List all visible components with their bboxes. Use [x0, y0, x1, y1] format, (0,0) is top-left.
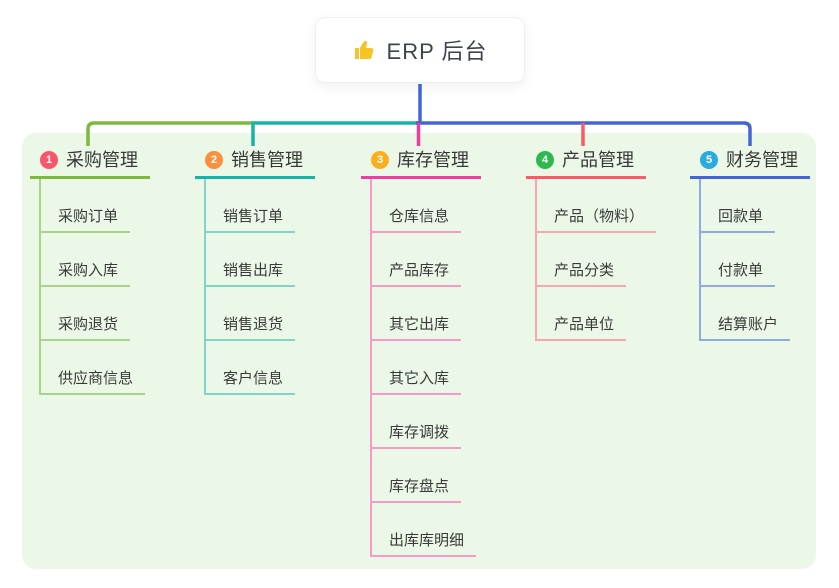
branch-node: 2 销售管理 销售订单 销售出库 销售退货 客户信息: [195, 148, 315, 395]
branch-number-badge: 3: [371, 151, 389, 169]
branch-number-badge: 4: [536, 151, 554, 169]
child-label: 其它入库: [389, 370, 450, 387]
branches-panel: [22, 133, 816, 569]
branch-title[interactable]: 3 库存管理: [361, 148, 481, 179]
child-label: 其它出库: [389, 316, 450, 333]
branch-number-badge: 5: [700, 151, 718, 169]
child-label: 销售出库: [223, 262, 284, 279]
branch-children: 销售订单 销售出库 销售退货 客户信息: [204, 179, 315, 395]
child-node[interactable]: 回款单: [699, 179, 776, 233]
branch-node: 1 采购管理 采购订单 采购入库 采购退货 供应商信息: [30, 148, 150, 395]
child-node[interactable]: 库存调拨: [370, 395, 462, 449]
branch-title-label: 产品管理: [562, 150, 634, 170]
branch-number-badge: 2: [205, 151, 223, 169]
branch-node: 4 产品管理 产品（物料） 产品分类 产品单位: [526, 148, 657, 341]
branch-title[interactable]: 1 采购管理: [30, 148, 150, 179]
branch-children: 产品（物料） 产品分类 产品单位: [535, 179, 657, 341]
child-node[interactable]: 销售退货: [204, 287, 296, 341]
child-label: 供应商信息: [58, 370, 134, 387]
child-node[interactable]: 销售订单: [204, 179, 296, 233]
child-label: 客户信息: [223, 370, 284, 387]
child-node[interactable]: 采购退货: [39, 287, 131, 341]
branch-children: 采购订单 采购入库 采购退货 供应商信息: [39, 179, 150, 395]
child-node[interactable]: 其它出库: [370, 287, 462, 341]
child-node[interactable]: 库存盘点: [370, 449, 462, 503]
child-node[interactable]: 结算账户: [699, 287, 791, 341]
child-node[interactable]: 付款单: [699, 233, 776, 287]
child-label: 销售订单: [223, 208, 284, 225]
child-label: 采购入库: [58, 262, 119, 279]
child-node[interactable]: 采购入库: [39, 233, 131, 287]
branch-children: 仓库信息 产品库存 其它出库 其它入库 库存调拨 库存盘点 出库库明细: [370, 179, 481, 557]
child-node[interactable]: 产品（物料）: [535, 179, 657, 233]
child-label: 销售退货: [223, 316, 284, 333]
root-node[interactable]: ERP 后台: [315, 17, 525, 83]
child-label: 出库库明细: [389, 532, 465, 549]
child-node[interactable]: 产品单位: [535, 287, 627, 341]
branch-title[interactable]: 4 产品管理: [526, 148, 646, 179]
branch-title-label: 财务管理: [726, 150, 798, 170]
branch-title[interactable]: 2 销售管理: [195, 148, 315, 179]
child-node[interactable]: 产品库存: [370, 233, 462, 287]
child-label: 产品分类: [554, 262, 615, 279]
branch-children: 回款单 付款单 结算账户: [699, 179, 810, 341]
child-label: 仓库信息: [389, 208, 450, 225]
branch-title[interactable]: 5 财务管理: [690, 148, 810, 179]
child-node[interactable]: 其它入库: [370, 341, 462, 395]
child-label: 产品（物料）: [554, 208, 645, 225]
child-label: 库存盘点: [389, 478, 450, 495]
branch-title-label: 销售管理: [231, 150, 303, 170]
child-node[interactable]: 采购订单: [39, 179, 131, 233]
thumbs-up-icon: [354, 40, 373, 59]
branch-title-label: 采购管理: [66, 150, 138, 170]
child-label: 产品单位: [554, 316, 615, 333]
branch-title-label: 库存管理: [397, 150, 469, 170]
child-label: 采购订单: [58, 208, 119, 225]
child-label: 产品库存: [389, 262, 450, 279]
branch-number-badge: 1: [40, 151, 58, 169]
branch-node: 5 财务管理 回款单 付款单 结算账户: [690, 148, 810, 341]
child-node[interactable]: 销售出库: [204, 233, 296, 287]
child-label: 付款单: [718, 262, 764, 279]
child-label: 结算账户: [718, 316, 779, 333]
child-label: 库存调拨: [389, 424, 450, 441]
child-node[interactable]: 客户信息: [204, 341, 296, 395]
child-label: 回款单: [718, 208, 764, 225]
child-node[interactable]: 供应商信息: [39, 341, 146, 395]
branch-node: 3 库存管理 仓库信息 产品库存 其它出库 其它入库 库存调拨 库存盘点 出库库…: [361, 148, 481, 557]
child-node[interactable]: 仓库信息: [370, 179, 462, 233]
root-title: ERP 后台: [386, 39, 488, 64]
child-node[interactable]: 出库库明细: [370, 503, 477, 557]
child-node[interactable]: 产品分类: [535, 233, 627, 287]
child-label: 采购退货: [58, 316, 119, 333]
